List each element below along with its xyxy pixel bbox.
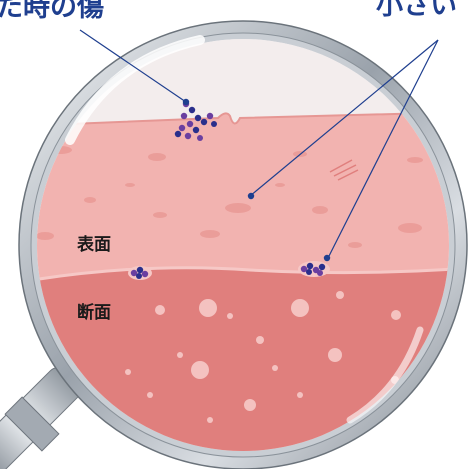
bacteria-cluster-wound: [174, 100, 217, 141]
pointer-lines: [79, 29, 439, 259]
section-label: 断面: [77, 303, 111, 323]
bacteria-pocket-left: [128, 266, 152, 280]
glass-highlight: [65, 35, 205, 145]
pointer-dots: [182, 98, 331, 262]
wound-caption: た時の傷: [0, 0, 104, 23]
lens-content: [37, 39, 449, 451]
surface-label: 表面: [77, 235, 111, 255]
scratch-marks: [329, 159, 359, 181]
bacteria-pocket-right: [298, 261, 330, 277]
small-caption: 小さい: [376, 0, 457, 21]
